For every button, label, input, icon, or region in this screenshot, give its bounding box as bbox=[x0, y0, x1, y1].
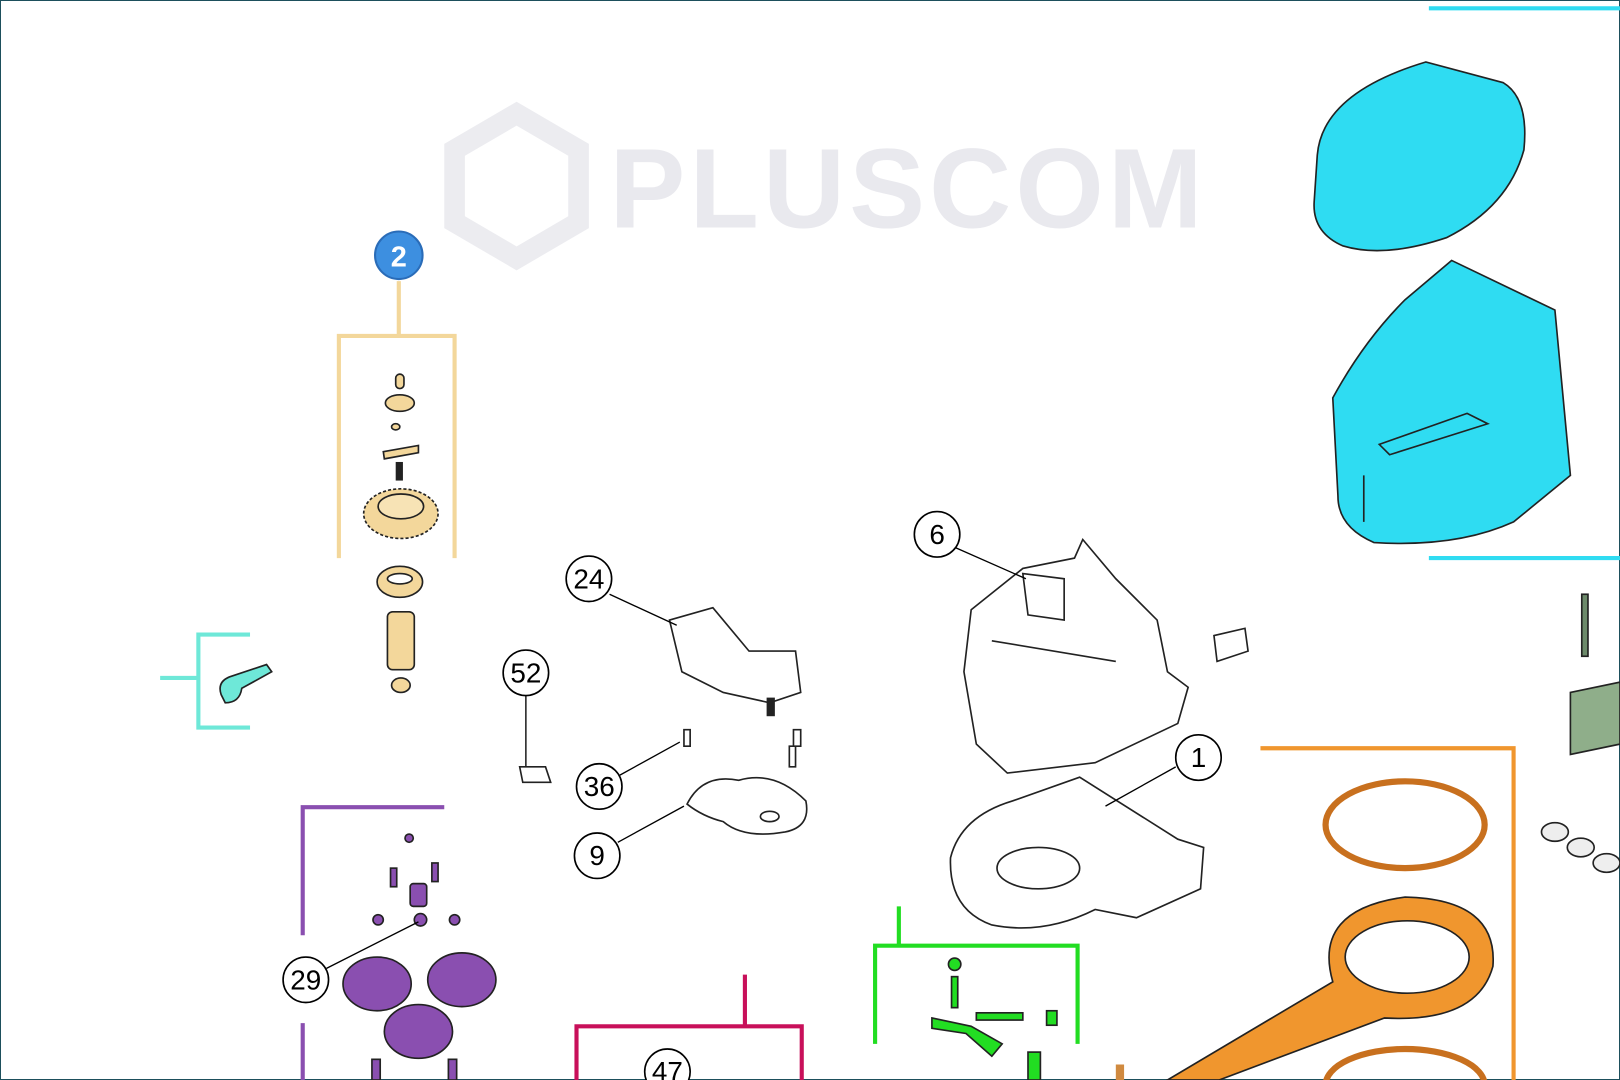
callout-52-label: 52 bbox=[510, 657, 541, 688]
green-parts-group[interactable] bbox=[873, 906, 1080, 1080]
base-group[interactable]: 1 bbox=[949, 733, 1223, 929]
part-47-group[interactable]: 47 bbox=[574, 974, 804, 1080]
callout-9[interactable]: 9 bbox=[573, 832, 621, 880]
leader-line-24 bbox=[609, 593, 678, 626]
o-ring-part[interactable] bbox=[1322, 778, 1488, 872]
callout-36[interactable]: 36 bbox=[575, 762, 623, 811]
screw-parts[interactable] bbox=[683, 728, 802, 768]
gasket-hole bbox=[759, 810, 780, 823]
base-part[interactable] bbox=[949, 776, 1205, 929]
washer-part[interactable] bbox=[384, 393, 416, 413]
planet-gear-3[interactable] bbox=[383, 1003, 454, 1060]
magenta-group-bracket bbox=[574, 974, 804, 1080]
bearing-bore bbox=[386, 572, 414, 585]
callout-6[interactable]: 6 bbox=[913, 510, 961, 558]
small-pin-part[interactable] bbox=[1115, 1064, 1125, 1080]
pinion-shaft-part[interactable] bbox=[386, 611, 416, 671]
housing-group[interactable]: 6 bbox=[913, 510, 1249, 774]
ring-gear-bore bbox=[1344, 920, 1470, 995]
spring-part[interactable] bbox=[395, 461, 403, 481]
washer-2[interactable] bbox=[1566, 837, 1595, 858]
callout-47[interactable]: 47 bbox=[643, 1048, 691, 1080]
shaft-part[interactable] bbox=[447, 1058, 458, 1080]
watermark-logo-icon bbox=[444, 101, 589, 271]
housing-detail bbox=[991, 572, 1116, 663]
leader-line-6 bbox=[955, 547, 1027, 580]
shaft-part[interactable] bbox=[371, 1058, 382, 1080]
green-cap[interactable] bbox=[947, 957, 962, 972]
callout-1-label: 1 bbox=[1191, 742, 1207, 773]
leader-line-36 bbox=[619, 741, 681, 776]
leader-line-29 bbox=[326, 921, 419, 969]
green-rod-part[interactable] bbox=[975, 1011, 1024, 1021]
screw-gasket-group[interactable]: 36 9 bbox=[573, 728, 808, 880]
green-pin[interactable] bbox=[950, 975, 959, 1009]
callout-47-label: 47 bbox=[652, 1056, 683, 1080]
planetary-gear-group[interactable]: 29 bbox=[282, 805, 497, 1080]
lower-cover-detail bbox=[1362, 412, 1490, 522]
cover-group-bracket bbox=[1428, 6, 1620, 561]
leader-line-9 bbox=[617, 805, 685, 843]
watermark-text: PLUSCOM bbox=[610, 125, 1207, 252]
green-lever-part[interactable] bbox=[931, 1016, 1004, 1058]
screw-part[interactable] bbox=[389, 867, 398, 888]
screw-head bbox=[404, 833, 415, 844]
callout-24[interactable]: 24 bbox=[565, 555, 613, 603]
callout-29[interactable]: 29 bbox=[282, 956, 330, 1004]
callout-29-label: 29 bbox=[290, 964, 321, 995]
ring-gear-group[interactable] bbox=[1115, 746, 1516, 1080]
bolt-part[interactable] bbox=[1580, 593, 1589, 658]
o-ring-lower-part[interactable] bbox=[1323, 1045, 1488, 1080]
top-cover-part[interactable] bbox=[1313, 61, 1526, 252]
sun-gear-part[interactable] bbox=[409, 882, 428, 908]
gear-group-bracket bbox=[336, 281, 457, 559]
ring-group-bracket bbox=[1260, 746, 1516, 1080]
callout-1[interactable]: 1 bbox=[1174, 733, 1223, 782]
washer-1[interactable] bbox=[1540, 821, 1570, 843]
cover-group[interactable] bbox=[1313, 6, 1620, 561]
purple-group-bracket bbox=[300, 805, 445, 1080]
gear-assembly-group[interactable]: 2 bbox=[336, 230, 457, 694]
assembly-badge-label: 2 bbox=[391, 241, 407, 273]
key-part[interactable] bbox=[382, 444, 420, 460]
green-block-part[interactable] bbox=[1045, 1009, 1058, 1027]
pin bbox=[372, 913, 385, 926]
release-key-group[interactable] bbox=[160, 632, 273, 730]
terminal-block-part[interactable] bbox=[1213, 627, 1249, 663]
washer-3[interactable] bbox=[1592, 852, 1620, 874]
motor-group[interactable]: 24 bbox=[565, 555, 802, 717]
bushing-part[interactable] bbox=[390, 677, 411, 694]
release-key-part[interactable] bbox=[219, 663, 273, 704]
plate-part[interactable] bbox=[1569, 681, 1620, 756]
motor-part[interactable] bbox=[668, 606, 802, 704]
watermark: PLUSCOM bbox=[444, 101, 1207, 271]
part-52-group[interactable]: 52 bbox=[502, 649, 552, 784]
motor-shaft bbox=[766, 697, 775, 717]
callout-6-label: 6 bbox=[929, 519, 945, 550]
pin bbox=[448, 913, 461, 926]
callout-36-label: 36 bbox=[584, 771, 615, 802]
pin-center bbox=[413, 912, 428, 927]
screw-part[interactable] bbox=[431, 862, 439, 883]
assembly-badge[interactable] bbox=[374, 230, 424, 281]
callout-24-label: 24 bbox=[573, 563, 604, 594]
ball-part[interactable] bbox=[390, 422, 401, 431]
housing-part[interactable] bbox=[963, 537, 1190, 774]
base-detail bbox=[996, 846, 1081, 890]
key-group-bracket bbox=[160, 632, 251, 730]
planet-gear-1[interactable] bbox=[342, 956, 413, 1012]
large-gear-hub bbox=[377, 493, 425, 520]
green-bracket-part[interactable] bbox=[1027, 1051, 1042, 1080]
leader-line-1 bbox=[1105, 766, 1177, 807]
gasket-part[interactable] bbox=[686, 776, 808, 835]
callout-9-label: 9 bbox=[589, 840, 605, 871]
green-group-bracket bbox=[873, 906, 1080, 1044]
lower-cover-part[interactable] bbox=[1331, 259, 1572, 545]
pin-part[interactable] bbox=[394, 373, 405, 390]
clip-part[interactable] bbox=[518, 766, 552, 784]
planet-gear-2[interactable] bbox=[426, 952, 497, 1008]
callout-52[interactable]: 52 bbox=[502, 649, 550, 697]
right-hardware-group[interactable] bbox=[1540, 593, 1620, 874]
